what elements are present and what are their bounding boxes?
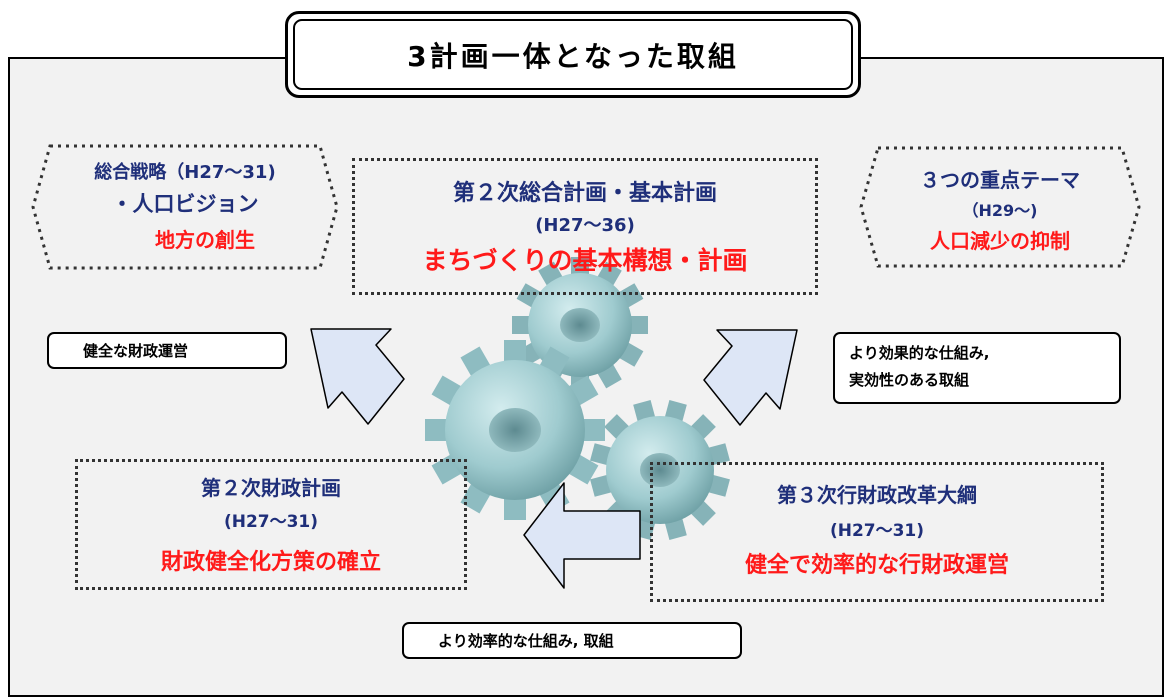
strategy-subtitle: 地方の創生 — [155, 228, 255, 252]
reform-outline-title: 第３次行財政改革大綱 — [777, 483, 977, 507]
strategy-vision: ・人口ビジョン — [111, 192, 259, 216]
theme-box: ３つの重点テーマ （H29～) 人口減少の抑制 — [858, 164, 1142, 254]
comprehensive-plan-box: 第２次総合計画・基本計画 (H27～36) まちづくりの基本構想・計画 — [352, 158, 818, 295]
theme-subtitle: 人口減少の抑制 — [930, 229, 1070, 253]
note-effective-line2: 実効性のある取組 — [849, 371, 970, 389]
arrow-up-left-icon — [310, 328, 405, 425]
reform-outline-box: 第３次行財政改革大綱 (H27～31) 健全で効率的な行財政運営 — [650, 462, 1104, 602]
strategy-hexagon-border — [31, 144, 339, 270]
comprehensive-plan-title: 第２次総合計画・基本計画 — [452, 181, 717, 206]
finance-plan-subtitle: 財政健全化方策の確立 — [160, 550, 381, 575]
note-effective-line1: より効果的な仕組み, — [849, 344, 990, 362]
arrow-left-icon — [523, 482, 641, 589]
arrow-up-right-icon — [703, 329, 798, 426]
reform-outline-subtitle: 健全で効率的な行財政運営 — [744, 553, 1009, 578]
strategy-box: 総合戦略（H27～31) ・人口ビジョン 地方の創生 — [30, 158, 340, 253]
comprehensive-plan-subtitle: まちづくりの基本構想・計画 — [422, 246, 748, 275]
theme-hexagon-border — [859, 146, 1141, 268]
note-effective-mechanism: より効果的な仕組み, 実効性のある取組 — [833, 332, 1121, 404]
comprehensive-plan-period: (H27～36) — [535, 215, 635, 236]
note-sound-finance: 健全な財政運営 — [47, 332, 287, 369]
note-efficient-mechanism: より効率的な仕組み, 取組 — [402, 622, 742, 659]
theme-period: （H29～) — [962, 201, 1038, 220]
finance-plan-period: (H27～31) — [223, 512, 319, 532]
finance-plan-box: 第２次財政計画 (H27～31) 財政健全化方策の確立 — [75, 459, 467, 590]
theme-title: ３つの重点テーマ — [920, 168, 1080, 192]
finance-plan-title: 第２次財政計画 — [201, 476, 341, 500]
reform-outline-period: (H27～31) — [829, 521, 925, 541]
strategy-title: 総合戦略（H27～31) — [94, 162, 276, 183]
diagram-title: 3計画一体となった取組 — [293, 19, 853, 90]
